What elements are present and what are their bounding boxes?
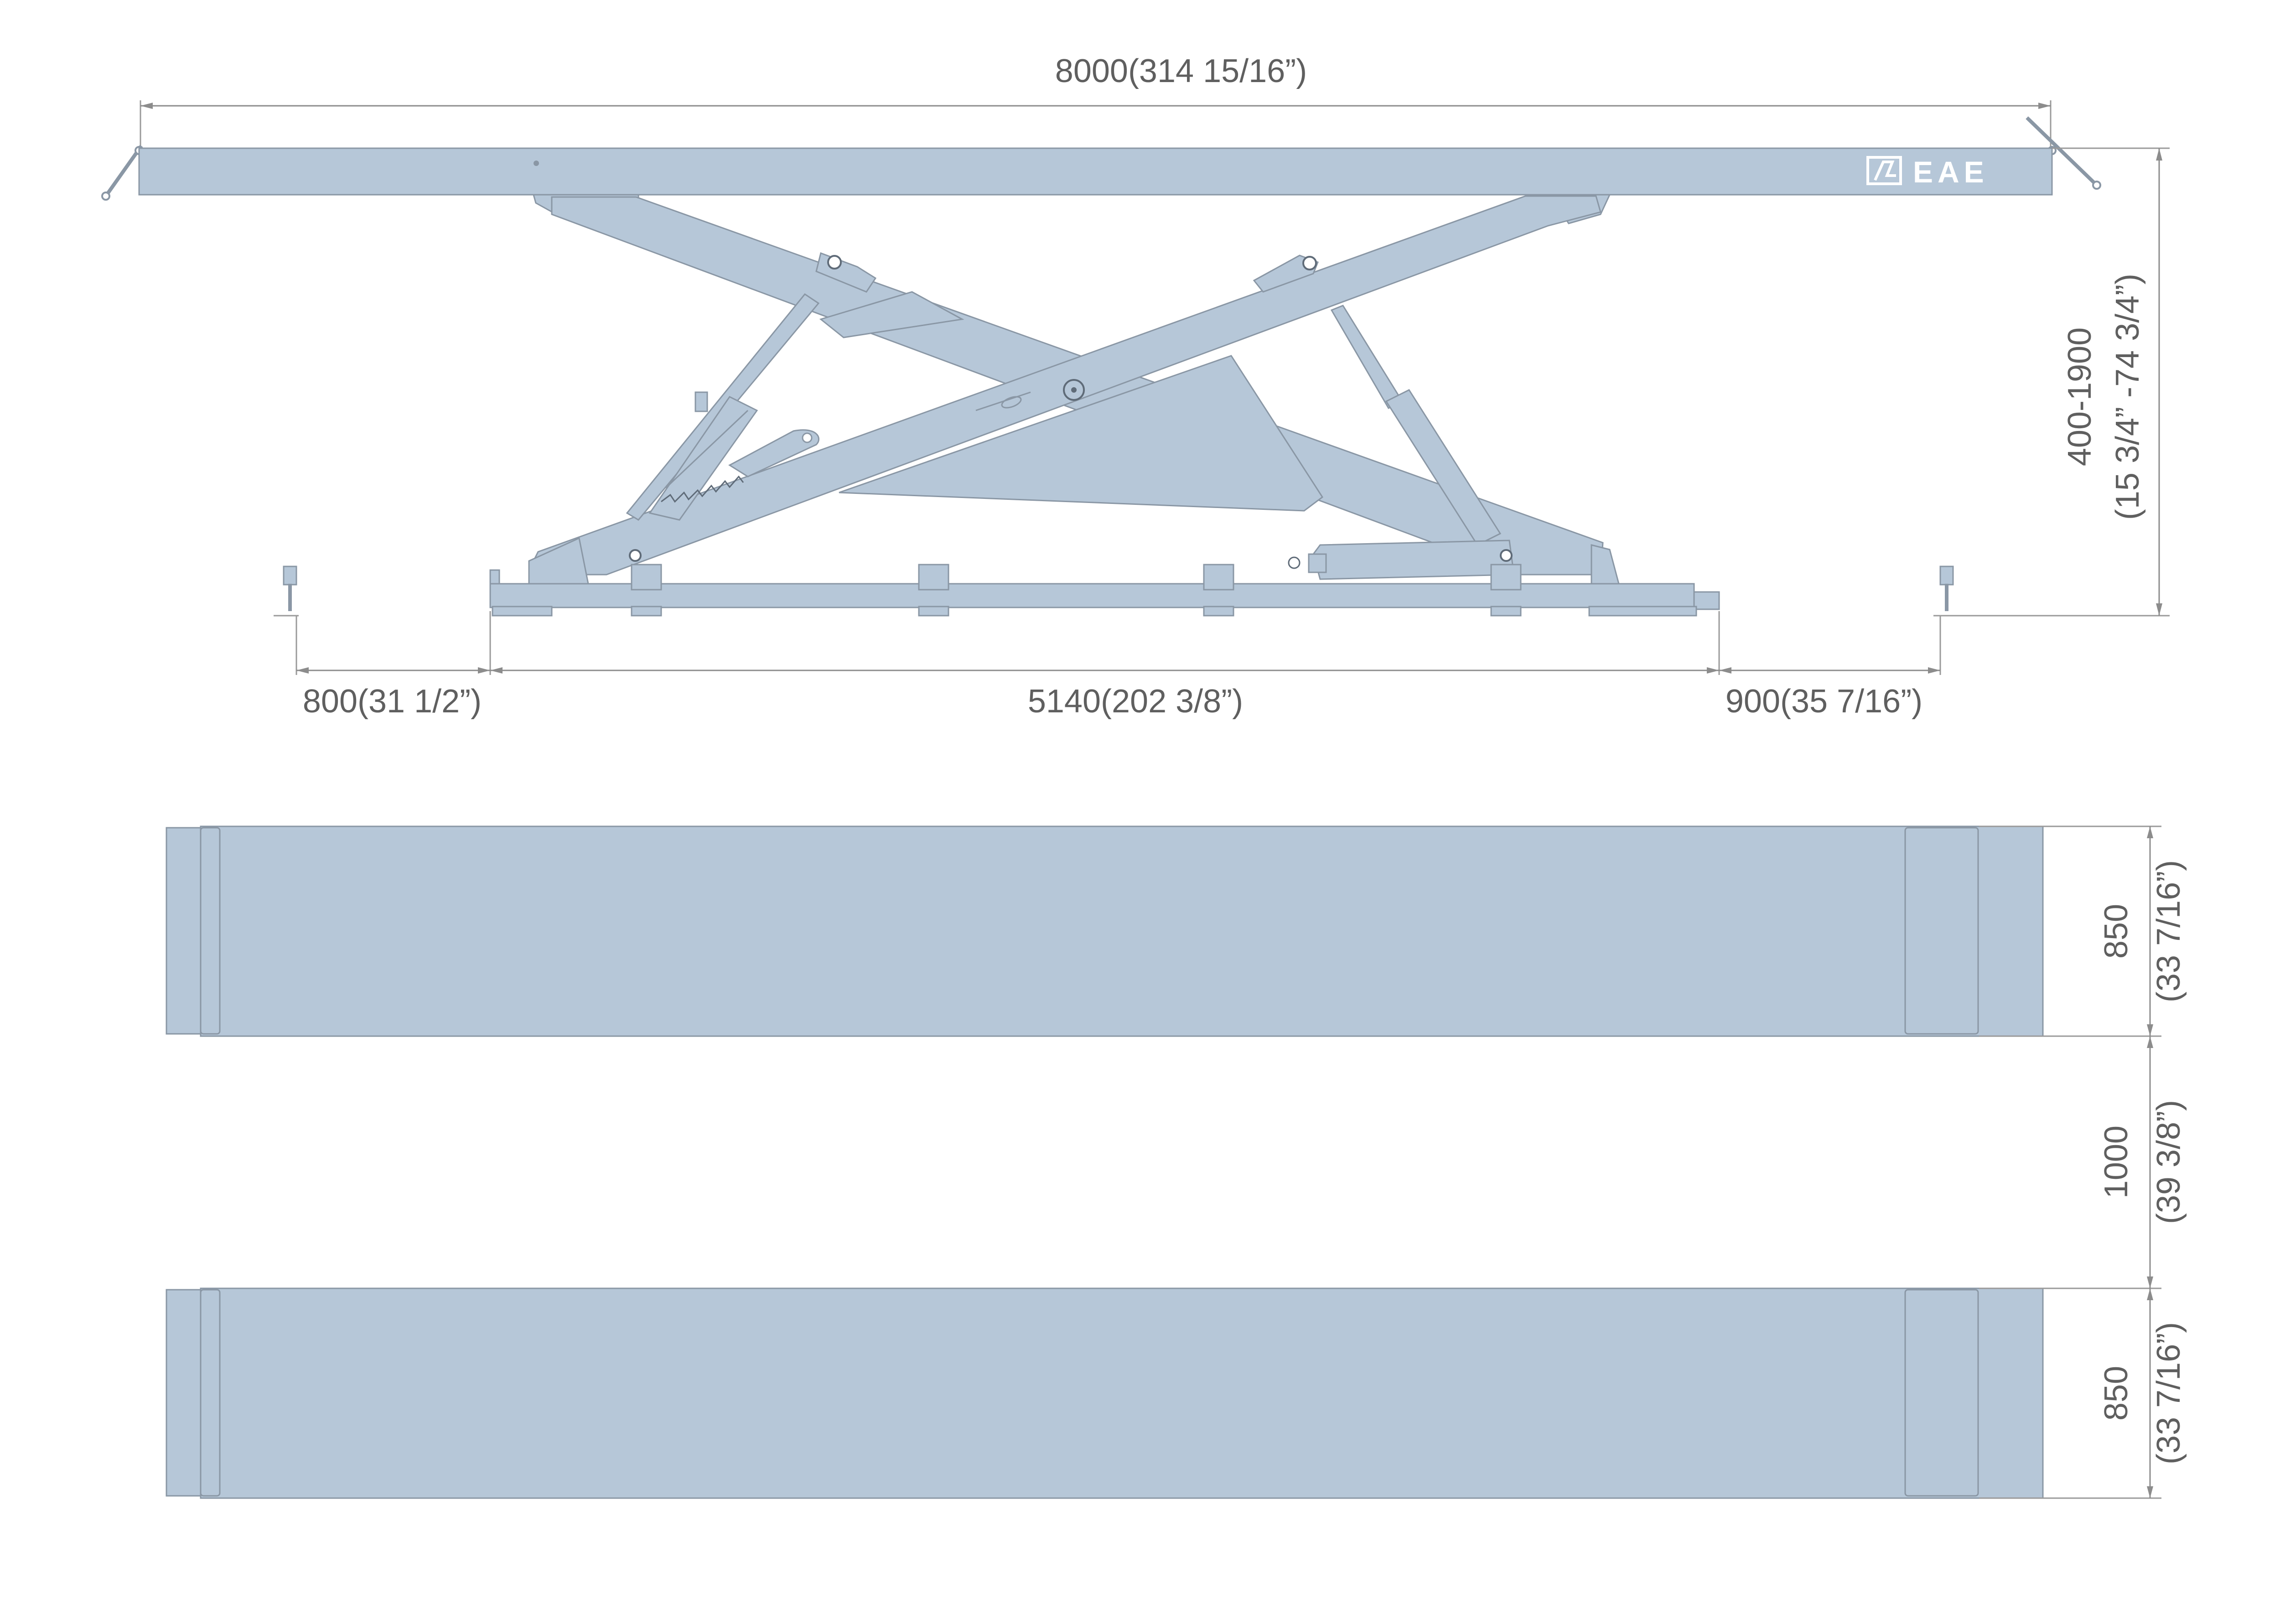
base-dimensions: 800(31 1/2”) 5140(202 3/8”) 900(35 7/16”… [295, 611, 1941, 720]
platform-gap-mm: 1000 [2098, 1126, 2135, 1199]
platform-1-width-mm: 850 [2098, 904, 2135, 959]
hydraulic-cylinder-right [1288, 305, 1515, 580]
platform-2-width-mm: 850 [2098, 1366, 2135, 1421]
runway-deck [138, 147, 2053, 196]
top-view: 850 (33 7/16”) 1000 (39 3/8”) 850 (33 7/… [166, 825, 2187, 1499]
platform-2-width-in: (33 7/16”) [2150, 1322, 2187, 1464]
base-frame [489, 537, 1720, 617]
side-view: 8000(314 15/16”) EAE [101, 53, 2170, 720]
runway-platform-2 [166, 1287, 2161, 1499]
logo-text: EAE [1913, 155, 1989, 189]
runway-platform-1 [166, 825, 2161, 1037]
height-range-in-label: (15 3/4” -74 3/4”) [2109, 274, 2146, 520]
safety-latch [728, 429, 819, 477]
center-pivot [1063, 379, 1085, 401]
right-gap-label: 900(35 7/16”) [1726, 683, 1922, 720]
base-length-label: 5140(202 3/8”) [1028, 683, 1243, 720]
height-dimension: 400-1900 (15 3/4” -74 3/4”) [1961, 147, 2170, 617]
ramp-foot-right [1933, 566, 1961, 617]
platform-gap-in: (39 3/8”) [2150, 1100, 2187, 1224]
platform-1-width-in: (33 7/16”) [2150, 860, 2187, 1002]
height-range-mm-label: 400-1900 [2062, 327, 2098, 466]
left-gap-label: 800(31 1/2”) [303, 683, 482, 720]
end-ramp-left [101, 145, 144, 201]
overall-length-label: 8000(314 15/16”) [1055, 53, 1307, 89]
eae-logo: EAE [1866, 155, 1989, 189]
ramp-foot-left [274, 566, 299, 617]
overall-length-dimension: 8000(314 15/16”) [140, 53, 2052, 153]
width-dimensions: 850 (33 7/16”) 1000 (39 3/8”) 850 (33 7/… [2098, 826, 2187, 1498]
hydraulic-cylinder-left [626, 293, 820, 521]
